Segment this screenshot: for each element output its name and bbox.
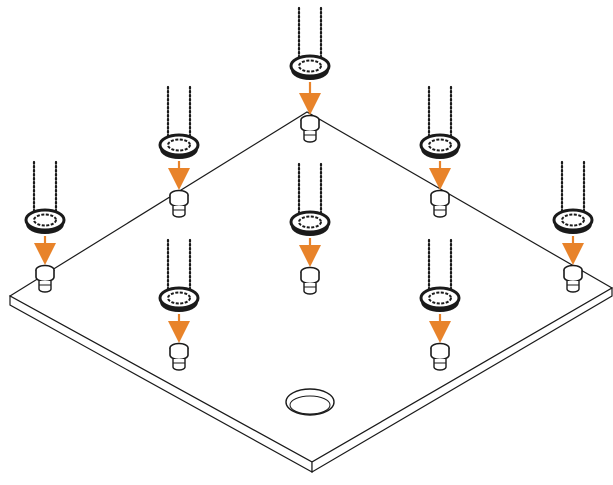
post-shaft bbox=[433, 206, 447, 218]
ring-inner bbox=[298, 215, 322, 229]
post-shaft bbox=[38, 281, 52, 293]
post-cap-body bbox=[563, 270, 583, 283]
post-shaft bbox=[433, 359, 447, 371]
post-cap-body bbox=[430, 348, 450, 361]
post-shaft bbox=[172, 359, 186, 371]
ring-inner bbox=[167, 291, 191, 305]
standoff-group-lower-left bbox=[158, 238, 200, 371]
post-shaft bbox=[172, 206, 186, 218]
ring-inner bbox=[561, 213, 585, 227]
post-shaft bbox=[303, 131, 317, 143]
post-shaft bbox=[303, 283, 317, 295]
ring-inner bbox=[298, 59, 322, 73]
post-cap-body bbox=[430, 195, 450, 208]
standoff-parts bbox=[24, 6, 594, 371]
standoff-group-center bbox=[289, 162, 331, 295]
ring-inner bbox=[33, 213, 57, 227]
post-cap-body bbox=[35, 270, 55, 283]
standoff-group-lower-right bbox=[419, 238, 461, 371]
standoff-group-upper-right bbox=[419, 85, 461, 218]
ring-inner bbox=[428, 138, 452, 152]
standoff-group-upper-left bbox=[158, 85, 200, 218]
post-cap-body bbox=[300, 272, 320, 285]
plate-hole-inner bbox=[289, 395, 331, 415]
post-cap-body bbox=[169, 348, 189, 361]
post-cap-body bbox=[169, 195, 189, 208]
standoff-group-top bbox=[289, 6, 331, 143]
post-cap-body bbox=[300, 120, 320, 133]
standoff-group-left bbox=[24, 160, 66, 293]
ring-inner bbox=[428, 291, 452, 305]
plate-front-right-edge bbox=[311, 286, 613, 474]
standoff-group-right bbox=[552, 160, 594, 293]
post-shaft bbox=[566, 281, 580, 293]
ring-inner bbox=[167, 138, 191, 152]
plate-hole bbox=[285, 388, 335, 416]
